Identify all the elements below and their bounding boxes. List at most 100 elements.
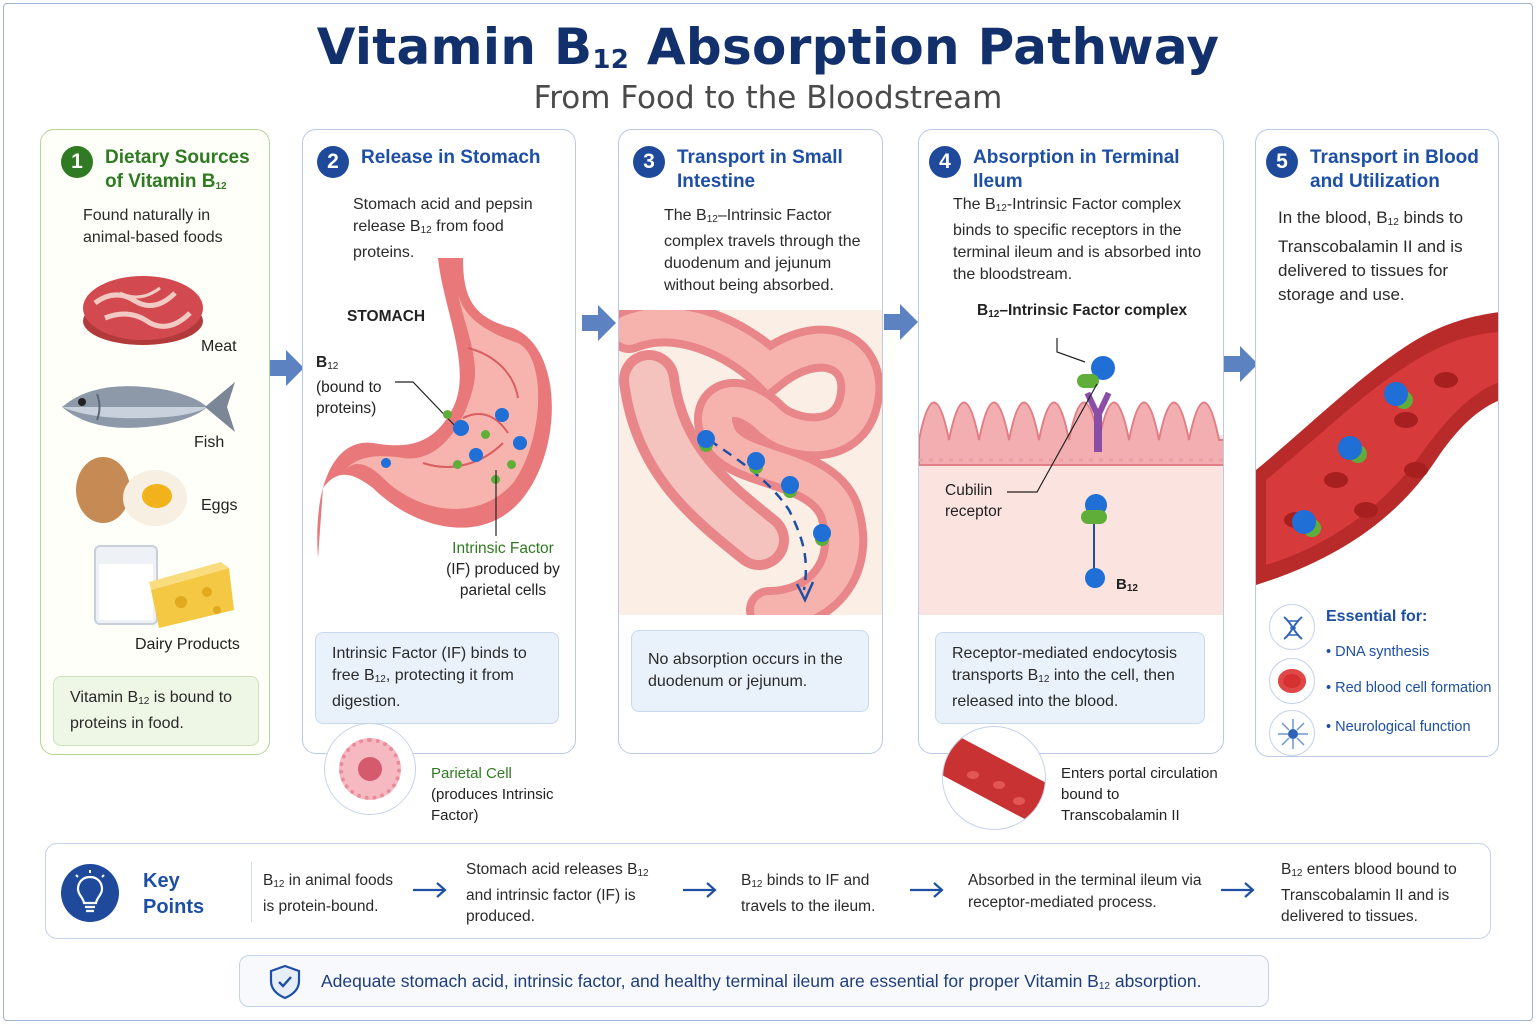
step-description: The B12–Intrinsic Factor complex travels… [664,207,861,294]
step-description: Found naturally in animal-based foods [83,207,223,246]
red-blood-cell-icon [1269,658,1315,704]
intrinsic-factor-molecule [453,460,462,469]
arrow-right-icon [683,882,717,898]
essential-item-dna: • DNA synthesis [1326,644,1430,660]
intrinsic-factor-molecule [1077,374,1099,388]
blood-vessel-illustration [1256,312,1498,585]
eggs-icon [76,457,187,526]
step-header: 2 Release in Stomach [317,146,567,178]
b12-if-complex [697,430,715,448]
key-point-1: B12 in animal foods is protein-bound. [263,872,394,915]
parietal-cell-label: Parietal Cell(produces Intrinsic Factor) [431,765,554,824]
b12-molecule [513,436,527,450]
ileum-villi-illustration [919,401,1223,615]
food-label-eggs: Eggs [201,497,238,514]
b12-if-complex [813,524,831,542]
page-frame [3,3,1533,1021]
key-point-5: B12 enters blood bound to Transcobalamin… [1281,861,1457,925]
dna-icon [1269,604,1315,650]
dairy-icon [94,545,234,628]
b12-if-complex [781,476,799,494]
if-pointer-line [495,470,497,536]
essential-title: Essential for: [1326,608,1428,625]
step-number: 3 [633,146,665,178]
page-title: Vitamin B12 Absorption Pathway [316,18,1220,76]
step-number: 5 [1266,146,1298,178]
b12-molecule [381,458,391,468]
step-title: Absorption in Terminal Ileum [973,147,1180,192]
complex-pointer-line [1056,338,1086,363]
footer-banner: Adequate stomach acid, intrinsic factor,… [239,955,1269,1007]
flow-arrow-4 [1224,346,1258,382]
intrinsic-factor-molecule [1081,510,1107,524]
step-card-blood-transport: 5 Transport in Blood and Utilization In … [1255,129,1499,757]
food-label-dairy: Dairy Products [135,636,240,653]
essential-item-neuro: • Neurological function [1326,719,1471,735]
key-point-2: Stomach acid releases B12 and intrinsic … [466,861,649,925]
step-number: 1 [61,146,93,178]
blood-vessel-icon [942,726,1046,830]
b12-tc2-complex [1292,510,1316,534]
intrinsic-factor-molecule [481,430,490,439]
flow-arrow-1 [270,350,304,386]
b12-molecule [495,408,509,422]
step-number: 4 [929,146,961,178]
food-label-meat: Meat [201,338,237,355]
small-intestine-illustration [619,310,882,615]
key-point-3: B12 binds to IF and travels to the ileum… [741,872,876,915]
essential-item-rbc: • Red blood cell formation [1326,680,1492,696]
arrow-right-icon [910,882,944,898]
shield-check-icon [269,964,301,1000]
cubilin-receptor [1084,391,1112,452]
step-title: Transport in Small Intestine [677,147,843,192]
step-card-terminal-ileum: 4 Absorption in Terminal Ileum The B12-I… [918,129,1224,754]
stomach-label: STOMACH [347,308,426,325]
food-label-fish: Fish [194,434,225,451]
step-note: Receptor-mediated endocytosis transports… [935,632,1205,724]
step-description: The B12-Intrinsic Factor complex binds t… [953,196,1202,283]
lightbulb-icon [61,864,119,922]
step-header: 4 Absorption in Terminal Ileum [929,146,1215,194]
key-point-4: Absorbed in the terminal ileum via recep… [968,872,1202,911]
cubilin-receptor-label: Cubilin receptor [945,482,1002,520]
fish-icon [62,382,235,432]
flow-arrow-2 [582,305,616,341]
b12-molecule [453,420,469,436]
intrinsic-factor-molecule [507,460,516,469]
step-title: Release in Stomach [361,147,541,168]
step-card-small-intestine: 3 Transport in Small Intestine The B12–I… [618,129,883,754]
step-header: 3 Transport in Small Intestine [633,146,874,194]
arrow-right-icon [413,882,447,898]
step-note: Vitamin B12 is bound to proteins in food… [53,676,259,746]
complex-label: B12–Intrinsic Factor complex [977,302,1188,320]
b12-tc2-complex [1338,436,1362,460]
page-subtitle: From Food to the Bloodstream [533,80,1003,116]
portal-circulation-label: Enters portal circulation bound to Trans… [1061,765,1218,824]
step-description: In the blood, B12 binds to Transcobalami… [1278,208,1464,304]
step-card-stomach: 2 Release in Stomach Stomach acid and pe… [302,129,576,754]
b12-released-label: B12 [1116,576,1138,594]
step-note: Intrinsic Factor (IF) binds to free B12,… [315,632,559,724]
step-header: 5 Transport in Blood and Utilization [1266,146,1490,194]
parietal-cell-icon [324,723,416,815]
intrinsic-factor-molecule [443,410,452,419]
intrinsic-factor-label: Intrinsic Factor(IF) produced by parieta… [446,540,560,599]
neuron-icon [1269,710,1315,756]
footer-text: Adequate stomach acid, intrinsic factor,… [321,971,1202,992]
arrow-right-icon [1221,882,1255,898]
step-note: No absorption occurs in the duodenum or … [631,630,869,712]
b12-molecule [1085,568,1105,588]
b12-bound-label: B12(bound to proteins) [316,354,382,417]
divider [251,862,252,922]
step-number: 2 [317,146,349,178]
step-title: Transport in Blood and Utilization [1310,147,1479,192]
meat-icon [83,276,203,345]
b12-molecule [469,448,483,462]
flow-arrow-3 [884,304,918,340]
receptor-pointer-line [1007,383,1098,493]
